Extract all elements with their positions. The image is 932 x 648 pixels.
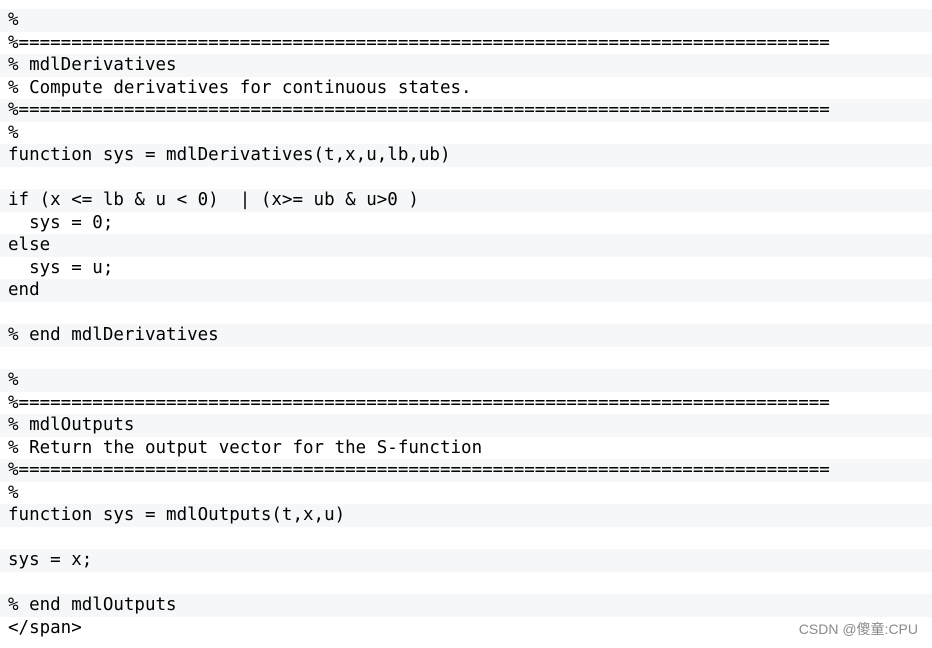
- code-line: else: [0, 234, 932, 257]
- code-line: % mdlDerivatives: [0, 54, 932, 77]
- code-line: [0, 527, 932, 550]
- code-line: %: [8, 122, 19, 143]
- code-line: % end mdlDerivatives: [0, 324, 932, 347]
- code-line: end: [0, 279, 932, 302]
- code-line: %: [0, 369, 932, 392]
- code-line: sys = x;: [0, 549, 932, 572]
- code-line: %=======================================…: [0, 459, 932, 482]
- code-line: [0, 167, 932, 190]
- code-line: [0, 347, 932, 370]
- code-line: % Return the output vector for the S-fun…: [8, 437, 483, 458]
- code-line: function sys = mdlOutputs(t,x,u): [0, 504, 932, 527]
- code-line: %: [8, 482, 19, 503]
- code-line: %=======================================…: [8, 32, 830, 53]
- code-line: if (x <= lb & u < 0) | (x>= ub & u>0 ): [0, 189, 932, 212]
- watermark-text: CSDN @傻童:CPU: [798, 621, 918, 637]
- code-line: function sys = mdlDerivatives(t,x,u,lb,u…: [0, 144, 932, 167]
- code-line: % Compute derivatives for continuous sta…: [8, 77, 472, 98]
- code-line: %=======================================…: [0, 99, 932, 122]
- code-line: % end mdlOutputs: [0, 594, 932, 617]
- code-line: sys = 0;: [8, 212, 114, 233]
- code-line: [0, 302, 932, 325]
- code-line: %: [0, 9, 932, 32]
- code-line: %=======================================…: [8, 392, 830, 413]
- code-block: %%======================================…: [0, 9, 932, 639]
- code-line: % mdlOutputs: [0, 414, 932, 437]
- code-line: [0, 572, 932, 595]
- code-line: </span>: [8, 617, 82, 638]
- code-line: sys = u;: [8, 257, 114, 278]
